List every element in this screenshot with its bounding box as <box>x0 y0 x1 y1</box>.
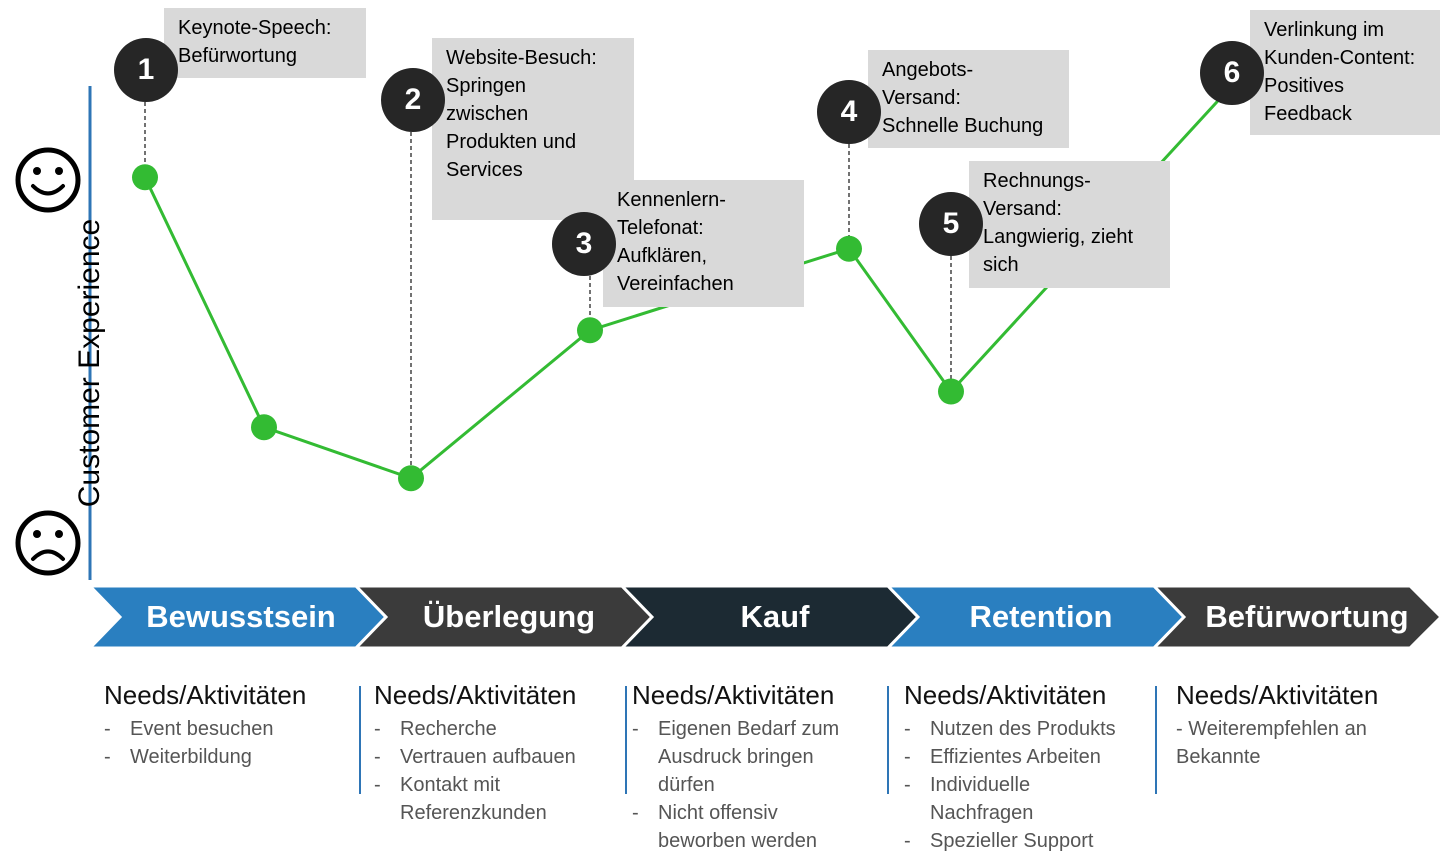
y-axis-label: Customer Experience <box>73 218 106 508</box>
needs-item: Event besuchen <box>104 715 354 743</box>
phase-label-retention: Retention <box>969 599 1113 634</box>
phase-label-befuerwortung: Befürwortung <box>1205 599 1409 634</box>
needs-item: Eigenen Bedarf zum Ausdruck bringen dürf… <box>632 715 858 799</box>
needs-column-retention: Needs/Aktivitäten Nutzen des Produkts Ef… <box>904 680 1144 855</box>
needs-heading: Needs/Aktivitäten <box>904 680 1107 710</box>
data-point <box>836 235 862 262</box>
touchpoint-badge-1: 1 <box>114 38 178 102</box>
touchpoint-badge-6: 6 <box>1200 41 1264 105</box>
phase-arrow <box>1150 584 1441 650</box>
sad-face-icon <box>15 510 81 576</box>
needs-heading: Needs/Aktivitäten <box>104 680 307 710</box>
needs-heading: Needs/Aktivitäten <box>374 680 577 710</box>
needs-divider <box>1155 686 1157 794</box>
data-point <box>398 465 424 492</box>
needs-item: Weiterbildung <box>104 743 354 771</box>
touchpoint-callout-1: Keynote-Speech: Befürwortung <box>164 8 366 78</box>
needs-item: Nutzen des Produkts <box>904 715 1144 743</box>
touchpoint-badge-4: 4 <box>817 80 881 144</box>
touchpoint-callout-6: Verlinkung im Kunden-Content: Positives … <box>1250 10 1440 135</box>
data-point <box>938 378 964 405</box>
needs-column-kauf: Needs/Aktivitäten Eigenen Bedarf zum Aus… <box>632 680 872 855</box>
needs-item: Individuelle Nachfragen <box>904 771 1050 827</box>
needs-divider <box>625 686 627 794</box>
touchpoint-callout-3: Kennenlern- Telefonat: Aufklären, Verein… <box>603 180 804 307</box>
phase-arrow-bar <box>86 584 1441 650</box>
needs-item: Vertrauen aufbauen <box>374 743 614 771</box>
needs-item: Effizientes Arbeiten <box>904 743 1144 771</box>
phase-label-kauf: Kauf <box>740 599 810 634</box>
data-point <box>251 414 277 441</box>
touchpoint-callout-4: Angebots- Versand: Schnelle Buchung <box>868 50 1069 148</box>
needs-column-befuerwortung: Needs/Aktivitäten - Weiterempfehlen an B… <box>1176 680 1426 771</box>
happy-face-icon <box>15 147 81 213</box>
needs-divider <box>359 686 361 794</box>
needs-heading: Needs/Aktivitäten <box>632 680 835 710</box>
needs-column-bewusstsein: Needs/Aktivitäten Event besuchen Weiterb… <box>104 680 354 771</box>
needs-item: Kontakt mit Referenzkunden <box>374 771 550 827</box>
needs-item: Recherche <box>374 715 614 743</box>
data-point <box>577 317 603 344</box>
needs-heading: Needs/Aktivitäten <box>1176 680 1379 710</box>
needs-divider <box>887 686 889 794</box>
phase-label-ueberlegung: Überlegung <box>422 599 596 634</box>
needs-item: Spezieller Support <box>904 827 1144 855</box>
touchpoint-badge-3: 3 <box>552 212 616 276</box>
needs-item: - Weiterempfehlen an Bekannte <box>1176 718 1367 768</box>
touchpoint-callout-5: Rechnungs- Versand: Langwierig, zieht si… <box>969 161 1170 288</box>
data-point <box>132 164 158 191</box>
phase-label-bewusstsein: Bewusstsein <box>146 599 336 634</box>
touchpoint-badge-5: 5 <box>919 192 983 256</box>
needs-item: Nicht offensiv beworben werden <box>632 799 838 855</box>
touchpoint-badge-2: 2 <box>381 68 445 132</box>
touchpoint-callout-2: Website-Besuch: Springen zwischen Produk… <box>432 38 634 220</box>
needs-column-ueberlegung: Needs/Aktivitäten Recherche Vertrauen au… <box>374 680 614 827</box>
